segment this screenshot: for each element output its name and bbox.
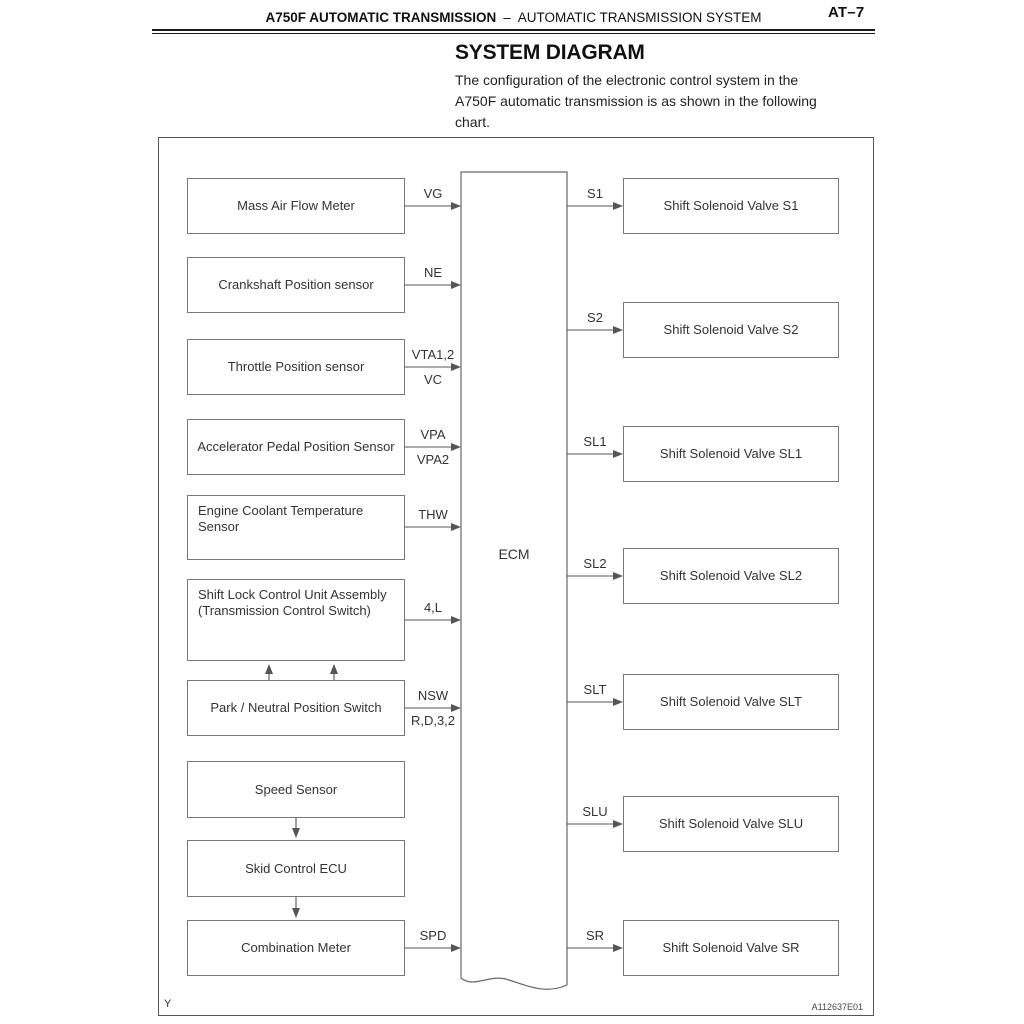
- output-box-shift-solenoid-valve-slt: Shift Solenoid Valve SLT: [623, 674, 839, 730]
- signal-label-slu: SLU: [582, 804, 608, 819]
- page-header: A750F AUTOMATIC TRANSMISSION–AUTOMATIC T…: [152, 10, 875, 25]
- output-box-shift-solenoid-valve-sl1: Shift Solenoid Valve SL1: [623, 426, 839, 482]
- signal-label-vpa: VPA: [420, 427, 446, 442]
- output-box-shift-solenoid-valve-sl2: Shift Solenoid Valve SL2: [623, 548, 839, 604]
- page-number: AT–7: [828, 4, 865, 21]
- signal-label-ne: NE: [423, 265, 443, 280]
- connector-lines-layer: [265, 171, 623, 990]
- input-box-combination-meter: Combination Meter: [187, 920, 405, 976]
- section-description: The configuration of the electronic cont…: [455, 70, 817, 133]
- signal-label-sl1: SL1: [583, 434, 607, 449]
- inter-box-arrows: [265, 664, 338, 918]
- input-box-mass-air-flow-meter: Mass Air Flow Meter: [187, 178, 405, 234]
- output-box-shift-solenoid-valve-s2: Shift Solenoid Valve S2: [623, 302, 839, 358]
- signal-label-vta12: VTA1,2: [411, 347, 455, 362]
- signal-label-sr: SR: [585, 928, 605, 943]
- output-box-shift-solenoid-valve-s1: Shift Solenoid Valve S1: [623, 178, 839, 234]
- signal-label-vg: VG: [423, 186, 443, 201]
- signal-label-nsw: NSW: [417, 688, 449, 703]
- signal-label-vc: VC: [423, 372, 443, 387]
- output-arrows: [567, 202, 623, 952]
- input-box-park-neutral-position-switch: Park / Neutral Position Switch: [187, 680, 405, 736]
- signal-label-4l: 4,L: [423, 600, 443, 615]
- header-rule-thin: [152, 33, 875, 34]
- signal-label-s2: S2: [587, 310, 603, 325]
- output-box-shift-solenoid-valve-slu: Shift Solenoid Valve SLU: [623, 796, 839, 852]
- ecm-outline: [460, 171, 568, 990]
- input-box-skid-control-ecu: Skid Control ECU: [187, 840, 405, 897]
- figure-code: A112637E01: [811, 1002, 863, 1012]
- description-line-3: chart.: [455, 114, 491, 130]
- signal-label-vpa2: VPA2: [416, 452, 450, 467]
- ecm-torn-edge: [460, 977, 568, 990]
- input-box-engine-coolant-temperature-sensor: Engine Coolant Temperature Sensor: [187, 495, 405, 560]
- input-box-accelerator-pedal-position-sensor: Accelerator Pedal Position Sensor: [187, 419, 405, 475]
- description-line-1: The configuration of the electronic cont…: [455, 72, 799, 88]
- input-box-throttle-position-sensor: Throttle Position sensor: [187, 339, 405, 395]
- signal-label-slt: SLT: [583, 682, 607, 697]
- signal-label-sl2: SL2: [583, 556, 607, 571]
- signal-label-spd: SPD: [419, 928, 447, 943]
- header-title-regular: AUTOMATIC TRANSMISSION SYSTEM: [517, 10, 762, 25]
- header-rule-thick: [152, 29, 875, 31]
- ecm-box-label: ECM: [498, 546, 530, 562]
- system-diagram-frame: ECM Mass Air Flow Meter Crankshaft Posit…: [158, 137, 874, 1016]
- input-arrows: [405, 202, 461, 952]
- input-box-speed-sensor: Speed Sensor: [187, 761, 405, 818]
- section-title: SYSTEM DIAGRAM: [455, 41, 645, 64]
- header-title-bold: A750F AUTOMATIC TRANSMISSION: [265, 10, 497, 25]
- signal-label-s1: S1: [587, 186, 603, 201]
- description-line-2: A750F automatic transmission is as shown…: [455, 93, 817, 109]
- output-box-shift-solenoid-valve-sr: Shift Solenoid Valve SR: [623, 920, 839, 976]
- input-box-shift-lock-control-unit: Shift Lock Control Unit Assembly (Transm…: [187, 579, 405, 661]
- signal-label-thw: THW: [418, 507, 448, 522]
- signal-label-rd32: R,D,3,2: [410, 713, 456, 728]
- header-separator: –: [503, 10, 511, 25]
- footer-mark: Y: [164, 998, 172, 1010]
- input-box-crankshaft-position-sensor: Crankshaft Position sensor: [187, 257, 405, 313]
